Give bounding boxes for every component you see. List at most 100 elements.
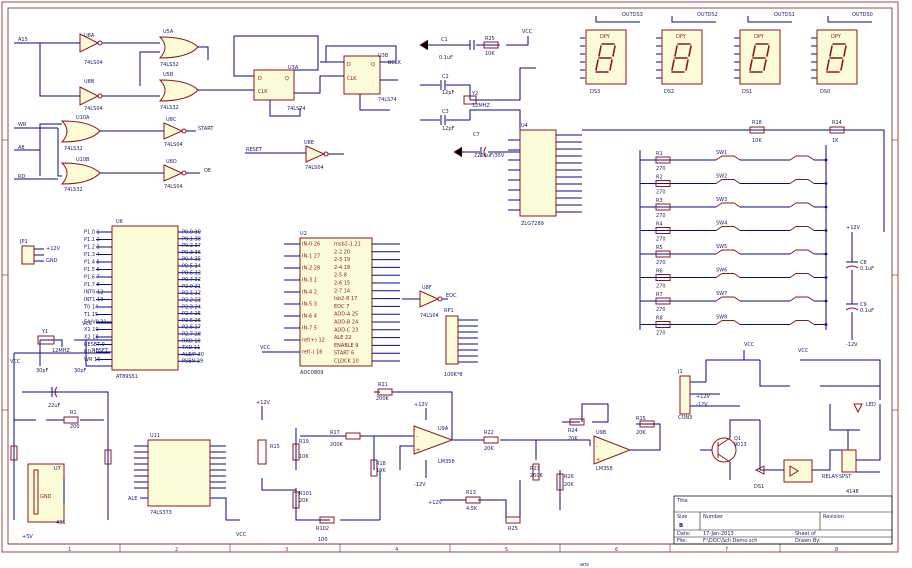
u9a-ref: U9A	[438, 426, 449, 432]
u8f-ref: U8F	[422, 285, 432, 291]
key-resistor-ref: R8	[656, 316, 663, 322]
net-a8: A8	[18, 145, 25, 151]
key-switch-ref: SW2	[716, 174, 727, 180]
r19-val: 10K	[299, 454, 309, 460]
c2-ref: C2	[442, 74, 449, 80]
mcu-left-pin-label: T0 14	[83, 305, 98, 311]
file-value: F:\DOC\Sch Demo.sch	[703, 538, 757, 544]
r21-val: 200K	[376, 396, 390, 402]
u8c-type: 74LS04	[164, 142, 183, 148]
mcu-right-pin-label: TXD 11	[181, 345, 200, 351]
date-value: 17-Jan-2013	[703, 531, 734, 537]
led-label: LED	[866, 402, 876, 408]
mcu-right-pin-label: P2.2 23	[182, 298, 201, 304]
mcu-left-pin-label: P1.3 4	[84, 252, 100, 258]
adc-right-pin-label: 2-3 19	[334, 257, 350, 263]
adc-right-pin-label: ALE 22	[334, 335, 351, 341]
q1-ref: Q1	[734, 436, 741, 442]
net-wr: WR	[18, 122, 27, 128]
mcu-left-pin-label: P1.4 5	[84, 260, 100, 266]
key-matrix: R1270SW1R2270SW2R3270SW3R4270SW4R5270SW5…	[639, 145, 828, 337]
u3a-flipflop	[253, 69, 295, 101]
mcu-right-pin-label: RXD 10	[182, 338, 201, 344]
r-row-top-b: R14	[832, 120, 842, 126]
v5-bottom: +5V	[22, 534, 33, 540]
u3a-pin-clk: CLK	[258, 89, 268, 95]
border-col-7: 7	[725, 547, 728, 553]
key-row-resistor	[655, 321, 671, 328]
u5b-type: 74LS32	[160, 105, 179, 111]
u8f-inverter: U8F 74LS04 EOC	[402, 285, 457, 319]
u10b-ref: U10B	[76, 157, 90, 163]
u10b-or-gate: U10B 74LS32	[60, 157, 101, 193]
display-ds0: DPY OUTDS0 DS0	[811, 12, 873, 95]
mcu-left-pins: P1.0 1P1.1 2P1.2 3P1.3 4P1.4 5P1.5 6P1.6…	[83, 230, 112, 363]
key-resistor-value: 270	[656, 213, 666, 219]
border-col-3: 3	[285, 547, 288, 553]
key-junction	[824, 323, 828, 326]
key-switch-b	[789, 155, 815, 161]
key-switch-ref: SW8	[716, 315, 727, 321]
c7-ref: C7	[473, 132, 480, 138]
adc-right-pin-label: CLOCK 10	[334, 359, 359, 365]
key-switch	[715, 320, 741, 325]
r26-val: 20K	[564, 482, 574, 488]
u9b-ref: U9B	[596, 430, 607, 436]
u3a-pin-q: Q	[285, 76, 289, 82]
r23-val: 200K	[530, 473, 544, 479]
u9a-type: LM358	[438, 459, 455, 465]
u9b-type: LM358	[596, 466, 613, 472]
r-row-top-a: R18	[752, 120, 762, 126]
size-value: B	[679, 523, 683, 529]
ds2-net: OUTDS2	[697, 12, 718, 18]
key-switch-b	[789, 202, 815, 208]
mcu-left-pin-label: P1.0 1	[84, 230, 100, 236]
r17-ref: R17	[330, 430, 340, 436]
u9a-vplus: +12V	[414, 402, 429, 408]
r101-ref: R101	[299, 491, 312, 497]
mcu-right-pin-label: P2.6 27	[182, 325, 201, 331]
adc-left-pin-label: IN-4 2	[302, 290, 317, 296]
size-label: Size	[677, 514, 687, 520]
key-resistor-ref: R2	[656, 175, 663, 181]
key-resistor-ref: R6	[656, 269, 663, 275]
u10a-ref: U10A	[76, 115, 90, 121]
key-resistor-ref: R4	[656, 222, 663, 228]
key-resistor-ref: R1	[656, 151, 663, 157]
u10a-type: 74LS32	[64, 146, 83, 152]
c3-value: 12pF	[442, 126, 455, 132]
u4-chip	[519, 129, 557, 217]
number-label: Number	[703, 514, 724, 520]
mcu-right-pin-label: P2.7 28	[182, 332, 201, 338]
r102-ref: R102	[316, 526, 329, 532]
u11-chip	[147, 439, 211, 507]
u8a-inverter: U8A 74LS04	[79, 33, 103, 66]
mcu-left-pin-label: X2 18	[84, 335, 99, 341]
mcu-left-pin-label: X1 19	[84, 327, 99, 333]
adc-right-pin-label: ADD-B 24	[334, 320, 358, 326]
adc-left-pin-label: IN-3 1	[302, 278, 317, 284]
mcu-left-pin-label: P1.5 6	[84, 267, 100, 273]
u8d-ref: U8D	[166, 159, 177, 165]
key-junction	[824, 205, 828, 209]
net-rd: RD	[18, 174, 25, 180]
border-col-2: 2	[175, 547, 178, 553]
u9a-opamp: - + U9A LM358 +12V -12V	[413, 402, 455, 488]
ds0-dpy-label: DPY	[831, 34, 842, 40]
key-resistor-ref: R5	[656, 245, 663, 251]
u3b-flipflop	[343, 55, 381, 95]
c8-ref: C8	[860, 260, 867, 266]
key-resistor-value: 270	[656, 331, 666, 337]
key-resistor-value: 270	[656, 284, 666, 290]
key-resistor-ref: R7	[656, 292, 663, 298]
net-start-out: START	[198, 126, 214, 132]
ds1-ref: DS1	[742, 89, 752, 95]
key-switch-b	[789, 273, 815, 278]
mcu-right-pin-label: P0.2 37	[182, 243, 201, 249]
u3b-type: 74LS74	[378, 97, 397, 103]
r23-ref: R23	[530, 466, 540, 472]
ds3-net: OUTDS3	[622, 12, 643, 18]
key-row-resistor	[655, 156, 671, 164]
